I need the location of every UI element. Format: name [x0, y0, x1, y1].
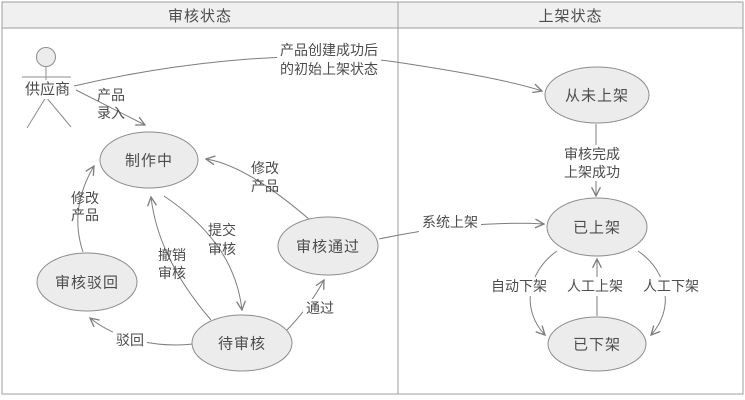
edge-label-line: 提交: [208, 222, 236, 238]
state-label-making: 制作中: [124, 152, 174, 170]
edge-label-modify-product-right: 修改 产品: [251, 159, 279, 195]
edge-label-line: 修改: [251, 160, 279, 176]
edge-label-line: 审核: [208, 241, 236, 257]
edge-withdraw-review: [151, 197, 212, 321]
edge-submit-review: [163, 195, 242, 310]
edge-label-withdraw-review: 撤销 审核: [158, 246, 186, 282]
state-label-pending: 待审核: [217, 335, 267, 353]
edge-label-line: 的初始上架状态: [280, 61, 378, 77]
actor-leg-right: [45, 96, 72, 128]
state-label-rejected: 审核驳回: [54, 274, 120, 292]
state-node-delisted: [547, 316, 647, 372]
edge-label-auto-delist: 自动下架: [488, 277, 550, 296]
edge-label-manual-delist: 人工下架: [640, 277, 702, 296]
edge-label-modify-product-left: 修改 产品: [71, 190, 99, 224]
edge-label-line: 录入: [97, 105, 125, 121]
edge-label-line: 撤销: [158, 247, 186, 263]
edge-label-line: 产品: [97, 87, 125, 103]
state-node-rejected: [36, 252, 138, 312]
edge-label-system-list: 系统上架: [419, 213, 481, 232]
actor-leg-left: [26, 96, 47, 129]
edge-label-line: 审核完成: [564, 146, 620, 162]
edge-label-line: 产品: [71, 207, 99, 223]
edge-label-line: 产品创建成功后: [280, 42, 378, 58]
edge-label-pass: 通过: [303, 299, 337, 318]
state-label-listed: 已上架: [572, 219, 622, 237]
edge-label-product-entry: 产品 录入: [97, 86, 125, 122]
state-node-listed: [546, 197, 648, 257]
lane-header-listing: 上架状态: [538, 7, 603, 25]
state-label-never-listed: 从未上架: [564, 87, 630, 105]
edge-label-line: 审核: [158, 265, 186, 281]
actor-head: [36, 47, 56, 67]
state-label-delisted: 已下架: [572, 336, 622, 354]
state-node-making: [99, 131, 199, 189]
edge-label-line: 上架成功: [564, 164, 620, 180]
lane-header-review: 审核状态: [167, 7, 232, 25]
edge-modify-product-left: [77, 166, 94, 253]
edge-label-line: 修改: [71, 190, 99, 206]
actor-label: 供应商: [22, 80, 74, 99]
edge-label-submit-review: 提交 审核: [208, 221, 236, 259]
state-node-approved: [277, 216, 379, 276]
state-node-pending: [191, 314, 293, 372]
edge-label-line: 产品: [251, 178, 279, 194]
edge-label-initial-listing: 产品创建成功后 的初始上架状态: [277, 41, 381, 79]
edge-label-reject: 驳回: [113, 331, 147, 350]
swimlane-header-band: [2, 2, 743, 28]
edge-label-manual-list: 人工上架: [564, 277, 626, 296]
state-node-never-listed: [544, 66, 650, 124]
edge-product-entry: [75, 89, 145, 125]
state-label-approved: 审核通过: [295, 238, 361, 256]
edge-modify-product-right: [206, 159, 311, 221]
edge-label-review-complete: 审核完成 上架成功: [561, 145, 623, 181]
